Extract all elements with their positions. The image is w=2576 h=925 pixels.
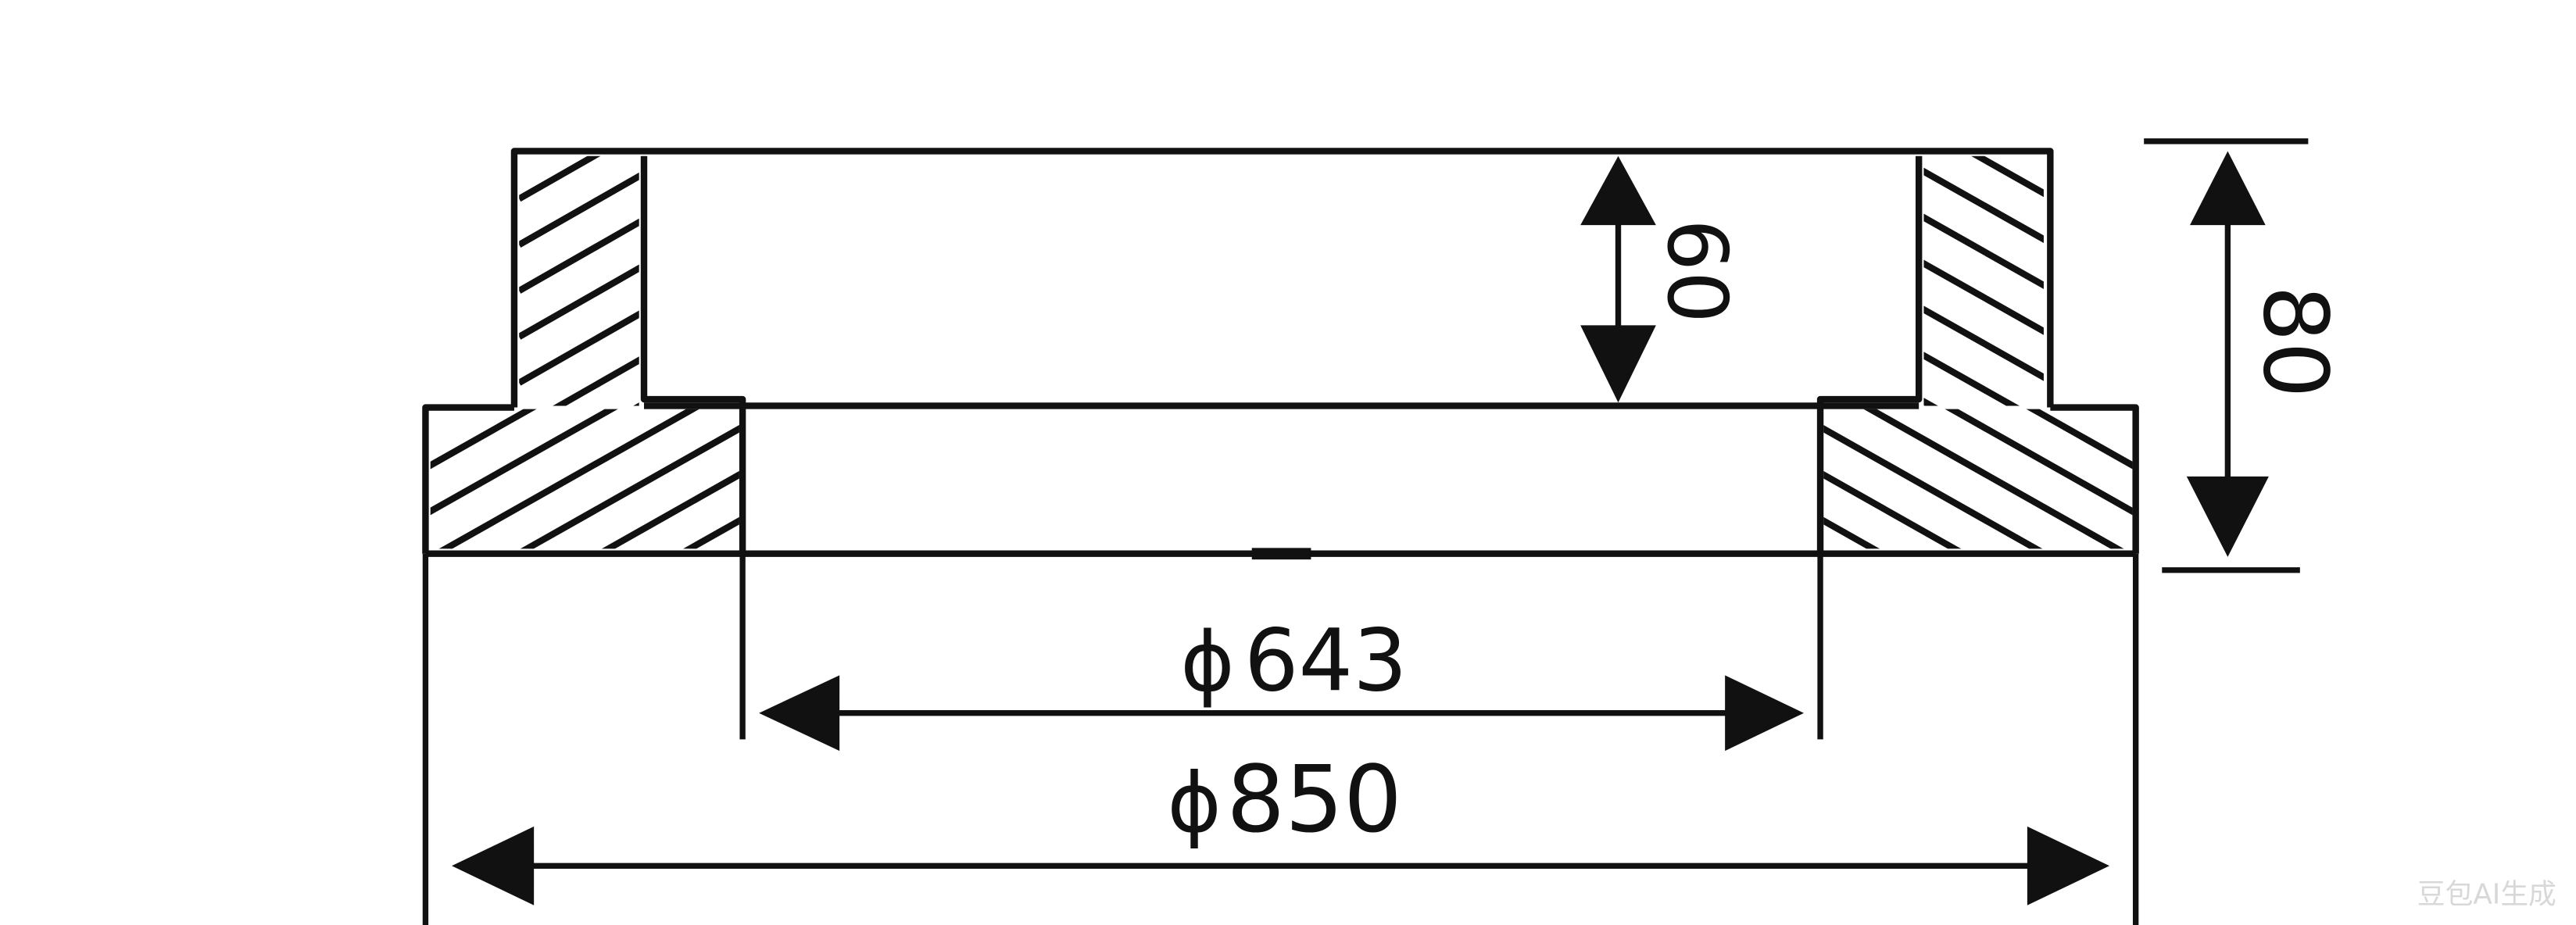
extension-lines [422, 138, 2309, 925]
total-height-label: 80 [2244, 285, 2347, 398]
arrowhead-left [452, 826, 535, 905]
arrowhead-top [2190, 151, 2266, 226]
left-flange-outline [422, 404, 514, 554]
hatch-lower-right [1823, 409, 2133, 549]
arrowhead-top [1580, 155, 1656, 226]
arrowhead-left [759, 675, 840, 752]
hatch-upper-right [1923, 155, 2044, 406]
arrowhead-right [2027, 826, 2110, 905]
right-recess-outline [1816, 155, 1923, 554]
dimension-inner-diameter: ϕ 643 [759, 611, 1805, 752]
arrowhead-bottom [2186, 476, 2269, 557]
hatch-upper-left [519, 155, 639, 406]
inner-diameter-symbol: ϕ [1180, 613, 1234, 709]
inner-diameter-label: 643 [1244, 611, 1408, 710]
arrowhead-bottom [1580, 325, 1656, 403]
arrowhead-right [1725, 675, 1805, 752]
inner-depth-label: 60 [1649, 219, 1745, 323]
outer-diameter-label: 850 [1226, 746, 1402, 853]
left-recess-outline [640, 155, 746, 554]
top-outline [510, 148, 2054, 408]
watermark: 豆包AI生成 [2417, 879, 2556, 911]
dimension-total-height: 80 [2186, 151, 2347, 557]
dimension-outer-diameter: ϕ 850 [452, 746, 2110, 905]
hatch-lower-left [430, 409, 739, 549]
outer-diameter-symbol: ϕ [1168, 755, 1222, 851]
right-flange-outline [2050, 404, 2139, 554]
dimension-inner-depth: 60 [1580, 155, 1745, 403]
part-outline [422, 148, 2139, 560]
